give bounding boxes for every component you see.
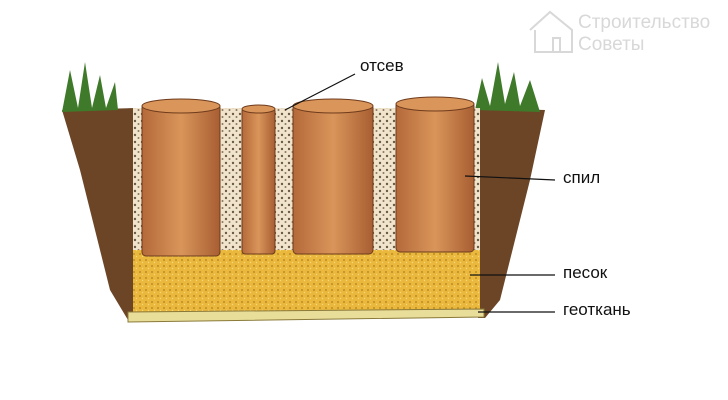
grass-left [62,62,118,112]
label-sand: песок [563,263,608,282]
grass-right [475,62,540,112]
label-screenings: отсев [360,56,404,75]
pointer-lines [284,73,556,313]
geotextile-layer [127,308,485,323]
log [395,96,475,253]
label-geotextile: геоткань [563,300,631,319]
soil-right [478,108,545,318]
watermark-line2: Советы [578,34,645,55]
house-logo-icon [529,10,573,53]
soil-left [62,108,135,320]
watermark-line1: Строительство [578,12,711,33]
log [141,98,221,257]
log-thin [241,104,276,255]
log [292,98,374,255]
label-cut: спил [563,168,601,187]
sand-layer [133,250,480,312]
